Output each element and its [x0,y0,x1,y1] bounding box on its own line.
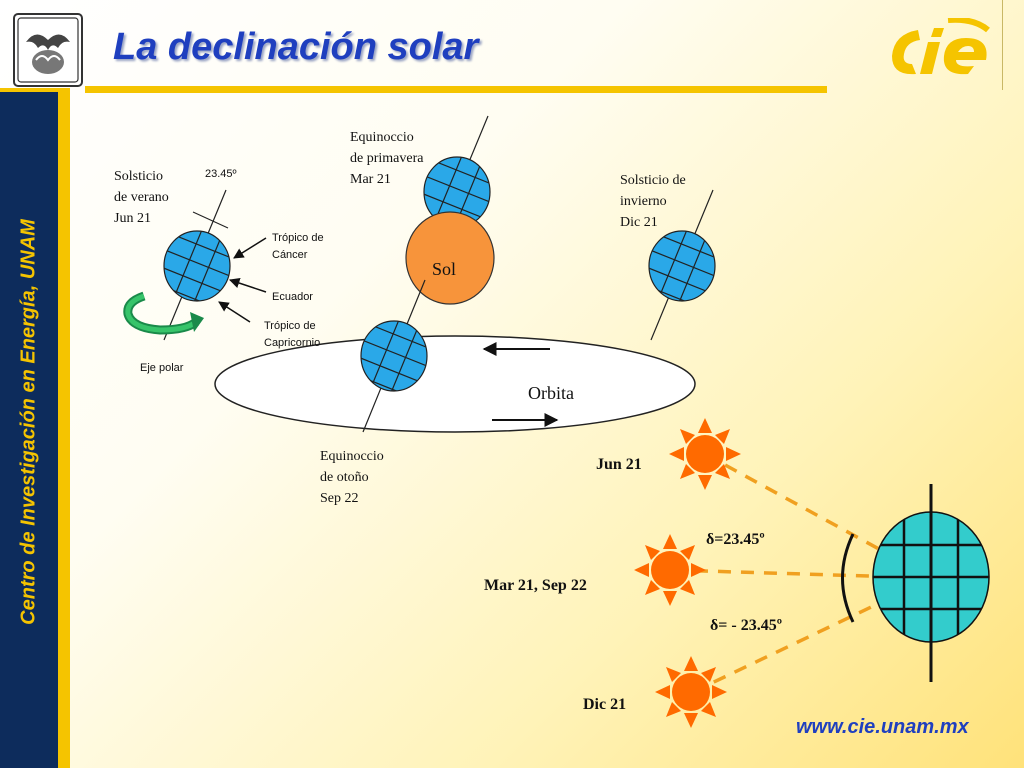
earth-declination [841,484,990,682]
title-underline-left [0,88,70,92]
svg-text:Trópico de: Trópico de [272,232,324,244]
label-jun21: Jun 21 [596,456,642,473]
earth-dic21 [648,189,716,341]
svg-text:Jun 21: Jun 21 [114,211,151,226]
label-solsticio-verano: Solsticio de verano Jun 21 [114,169,169,226]
label-delta-positive: δ=23.45º [706,531,765,548]
label-eje-polar: Eje polar [140,362,184,374]
svg-text:de verano: de verano [114,190,169,205]
label-tropico-capricornio: Trópico de Capricornio [264,320,320,349]
sun-dic21-icon [655,656,727,728]
earth-sep22 [360,279,428,433]
label-tropico-cancer: Trópico de Cáncer [272,232,324,261]
page-title: La declinación solar [113,26,479,68]
declination-bracket [841,533,855,623]
label-ecuador: Ecuador [272,291,313,303]
svg-text:Solsticio de: Solsticio de [620,173,686,188]
sidebar [0,92,58,768]
svg-text:de primavera: de primavera [350,151,424,166]
cie-logo-icon [892,18,990,75]
svg-text:Sep 22: Sep 22 [320,491,359,506]
label-equinoccio-otono: Equinoccio de otoño Sep 22 [320,449,384,506]
frame-line [1002,0,1003,90]
arrow-tropico-cancer [233,237,267,259]
title-underline [85,86,827,93]
label-dic21: Dic 21 [583,696,626,713]
svg-text:Dic 21: Dic 21 [620,215,658,230]
svg-text:Cáncer: Cáncer [272,249,308,261]
earth-jun21 [163,189,267,341]
sun-equinox-icon [634,534,706,606]
svg-text:Equinoccio: Equinoccio [320,449,384,464]
unam-crest-icon [13,13,83,87]
website-link[interactable]: www.cie.unam.mx [796,716,969,738]
svg-text:Solsticio: Solsticio [114,169,163,184]
sun [405,211,495,305]
sun-label: Sol [432,259,456,279]
tilt-reference [192,211,229,229]
tilt-angle-label: 23.45º [205,168,237,180]
svg-text:Mar 21: Mar 21 [350,172,391,187]
svg-text:Capricornio: Capricornio [264,337,320,349]
sun-jun21-icon [669,418,741,490]
label-delta-negative: δ= - 23.45º [710,617,782,634]
svg-text:Equinoccio: Equinoccio [350,130,414,145]
label-solsticio-invierno: Solsticio de invierno Dic 21 [620,173,686,230]
svg-text:invierno: invierno [620,194,667,209]
arrow-ecuador [229,278,267,293]
arrow-tropico-capricornio [218,301,251,323]
orbit-label: Orbita [528,383,574,403]
svg-text:Trópico de: Trópico de [264,320,316,332]
svg-text:de otoño: de otoño [320,470,369,485]
rotation-arrow-icon [123,291,204,335]
label-equinoccio-primavera: Equinoccio de primavera Mar 21 [350,130,424,187]
sidebar-stripe [58,92,70,768]
label-equinoxes: Mar 21, Sep 22 [484,577,587,594]
orbit-ellipse [214,335,696,433]
